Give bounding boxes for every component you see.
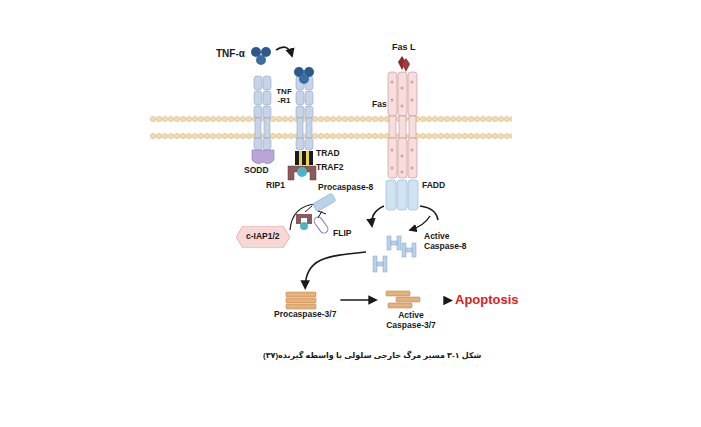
figure-caption: شکل ۱-۳ مسیر مرگ خارجی سلولی با واسطه گی… xyxy=(263,351,481,360)
node-text: Apoptosis xyxy=(455,293,519,308)
node-text: Procaspase-3/7 xyxy=(274,310,336,320)
part-label: Procaspase-8 xyxy=(318,183,373,192)
protein-hexagon: c-IAP1/2 xyxy=(236,226,290,248)
part-label: RIP1 xyxy=(266,181,285,190)
part-label: TRAF2 xyxy=(316,163,343,172)
arrow-connector xyxy=(446,300,451,302)
part-label: TNF-α xyxy=(216,48,245,59)
node-text: c-IAP1/2 xyxy=(246,232,280,242)
part-label: TRAD xyxy=(316,149,340,158)
arrow-connector xyxy=(305,252,366,288)
part-label: Fas xyxy=(372,100,387,109)
outcome-label: Apoptosis xyxy=(452,291,522,310)
node-text: Active Caspase-3/7 xyxy=(380,311,442,331)
part-label: FADD xyxy=(422,181,445,190)
part-label: TNF -R1 xyxy=(274,88,294,106)
node-text: Active Caspase-8 xyxy=(424,232,470,252)
part-label: SODD xyxy=(244,166,269,175)
part-label: Fas L xyxy=(392,43,416,53)
arrow-connector xyxy=(340,299,376,301)
caspase-group: Active Caspase-3/7 xyxy=(378,287,444,333)
part-label: FLIP xyxy=(333,229,351,238)
caspase-group: Procaspase-3/7 xyxy=(272,288,338,322)
caspase-group: Active Caspase-8 xyxy=(366,230,472,254)
